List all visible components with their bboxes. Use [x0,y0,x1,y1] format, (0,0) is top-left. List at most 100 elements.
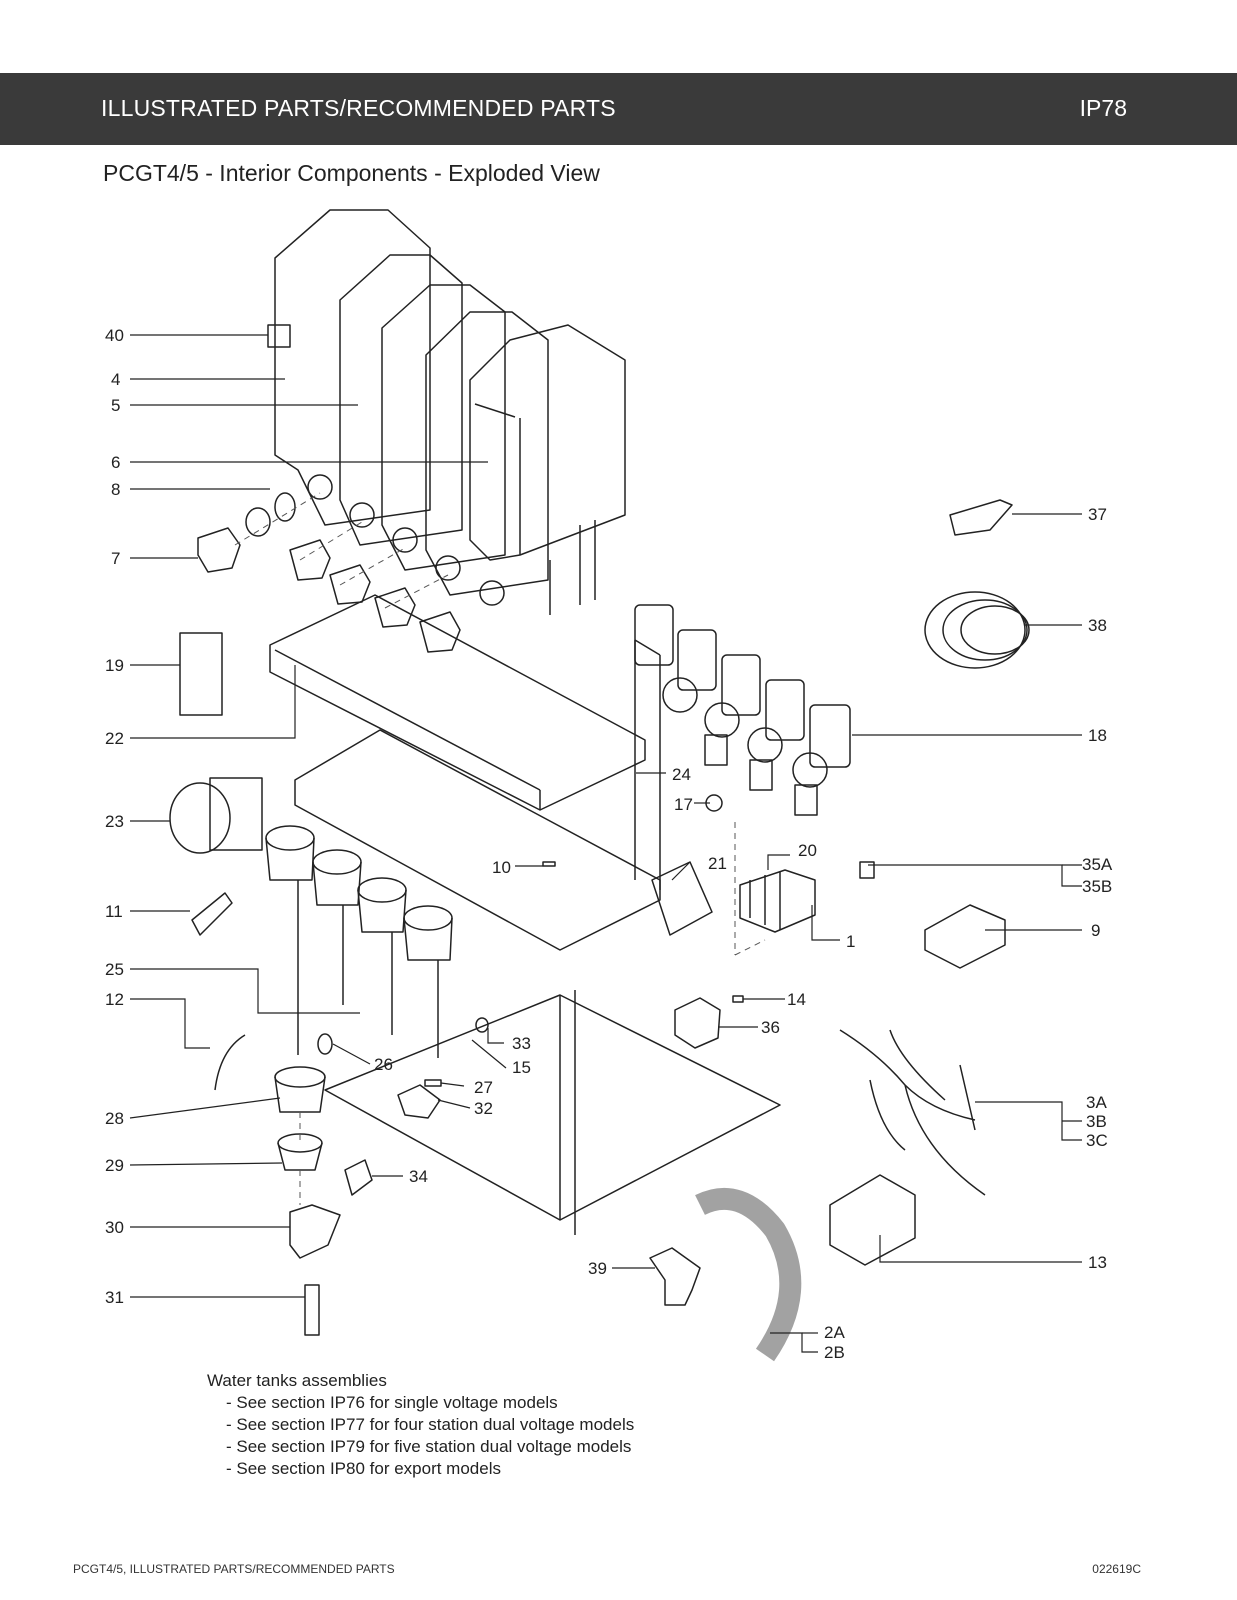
nipple-part-33 [475,1017,489,1033]
footer-revision-code: 022619C [1092,1562,1141,1576]
canister-outlet-2 [349,502,375,528]
callout-17: 17 [674,795,693,814]
notes-block: Water tanks assemblies - See section IP7… [207,1370,634,1480]
terminal-block-part-11 [191,892,233,936]
elbow-part-39 [649,1247,701,1306]
callout-3c: 3C [1086,1131,1108,1150]
chassis-frame-part-24 [294,729,661,951]
callout-8: 8 [111,480,120,499]
callout-7: 7 [111,549,120,568]
callout-37: 37 [1088,505,1107,524]
callout-20: 20 [798,841,817,860]
whipper-plate-3 [721,654,761,716]
fitting-part-26 [317,1033,333,1055]
valve-part-36 [674,997,721,1049]
callout-39: 39 [588,1259,607,1278]
connector-part-34 [344,1159,373,1196]
nut-part-8 [245,507,271,537]
callout-35a: 35A [1082,855,1113,874]
callout-28: 28 [105,1109,124,1128]
whipper-motor-4 [792,752,828,788]
callout-24: 24 [672,765,691,784]
callout-14: 14 [787,990,806,1009]
callout-3b: 3B [1086,1112,1107,1131]
page-subtitle: PCGT4/5 - Interior Components - Exploded… [103,160,600,186]
callout-40: 40 [105,326,124,345]
note-item: - See section IP76 for single voltage mo… [226,1393,558,1412]
lubricant-tube-part-37 [949,499,1013,536]
plate-part-32 [397,1084,441,1119]
screw-part-14 [732,995,744,1003]
whipper-motor-1 [662,677,698,713]
callout-31: 31 [105,1288,124,1307]
solenoid-part-21 [651,861,713,936]
callout-5: 5 [111,396,120,415]
elbow-part-7e [419,611,461,653]
callout-38: 38 [1088,616,1107,635]
whipper-plate-1 [634,604,674,666]
callout-15: 15 [512,1058,531,1077]
mixing-cup-part-28 [274,1066,326,1088]
whipper-plate-4 [765,679,805,741]
callout-27: 27 [474,1078,493,1097]
callout-11: 11 [105,902,123,921]
callout-1: 1 [846,932,855,951]
callout-18: 18 [1088,726,1107,745]
canister-4 [425,311,549,596]
callout-30: 30 [105,1218,124,1237]
callout-29: 29 [105,1156,124,1175]
callout-9: 9 [1091,921,1100,940]
screw-part-10 [542,861,556,867]
callout-32: 32 [474,1099,493,1118]
elbow-part-7c [329,564,371,605]
callout-2b: 2B [824,1343,845,1362]
callout-34: 34 [409,1167,428,1186]
fitting-part-8 [274,492,296,522]
note-item: - See section IP80 for export models [226,1459,501,1478]
callout-4: 4 [111,370,120,389]
callout-22: 22 [105,729,124,748]
mixing-bowl-2 [312,849,362,875]
note-item: - See section IP77 for four station dual… [226,1415,635,1434]
heatsink-part-20 [739,869,816,933]
callout-10: 10 [492,858,511,877]
callout-12: 12 [105,990,124,1009]
callout-36: 36 [761,1018,780,1037]
callout-21: 21 [708,854,727,873]
label-part-40 [267,324,291,348]
callout-6: 6 [111,453,120,472]
canister-3 [381,284,506,571]
callout-2a: 2A [824,1323,845,1342]
canister-2 [339,254,463,546]
ballast-part-13 [829,1174,916,1266]
callout-35b: 35B [1082,877,1112,896]
tube-part-31 [304,1284,320,1336]
whipper-plate-5 [809,704,851,768]
callout-25: 25 [105,960,124,979]
base-pan [324,994,781,1221]
header-title: ILLUSTRATED PARTS/RECOMMENDED PARTS [101,95,616,121]
whipper-motor-3 [747,727,783,763]
canister-row [274,209,626,615]
wiring-harness-part-3 [839,1029,986,1196]
callout-26: 26 [374,1055,393,1074]
clip-part-27 [424,1079,442,1087]
mixing-tray-part-22 [269,594,646,811]
callout-19: 19 [105,656,124,675]
canister-outlet-1 [307,474,333,500]
canister-outlet-5 [479,580,505,606]
callout-3a: 3A [1086,1093,1107,1112]
callout-13: 13 [1088,1253,1107,1272]
elbow-part-7 [197,527,241,573]
header-page-code: IP78 [1079,95,1127,121]
footer-document-title: PCGT4/5, ILLUSTRATED PARTS/RECOMMENDED P… [73,1562,395,1576]
bracket-part-19 [179,632,223,716]
mixing-bowl-1 [265,825,315,851]
notes-heading: Water tanks assemblies [207,1371,387,1390]
canister-outlet-3 [392,527,418,553]
canister-1 [274,209,431,526]
note-item: - See section IP79 for five station dual… [226,1437,632,1456]
elbow-part-7d [374,587,416,628]
coiled-tubing-part-38 [924,591,1026,669]
